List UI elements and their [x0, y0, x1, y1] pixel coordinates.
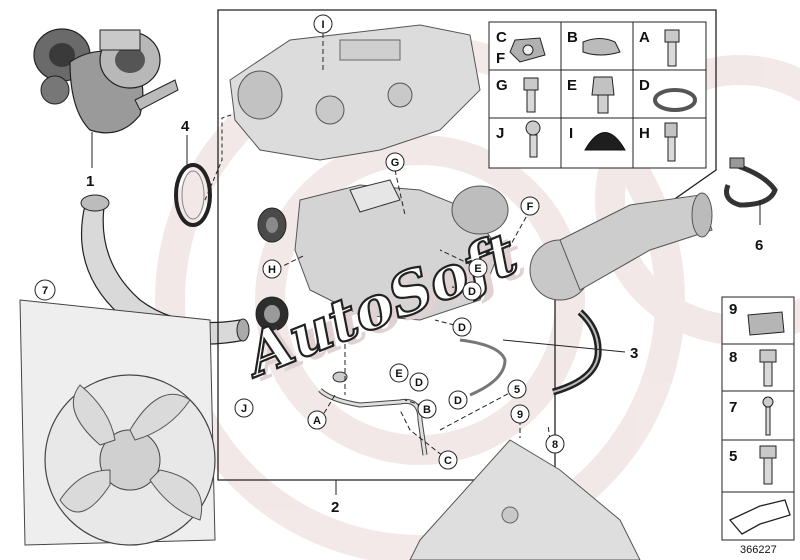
grid-letter-G: G: [496, 77, 508, 94]
hardware-parts-grid: [488, 21, 707, 169]
legend-number-9: 9: [729, 301, 737, 318]
fastener-legend: [721, 296, 795, 541]
legend-number-7: 7: [729, 399, 737, 416]
callout-5: 5: [514, 384, 520, 396]
mounting-bracket-part: [409, 439, 641, 560]
callout-D-lower-2: D: [454, 395, 462, 407]
grid-letter-H: H: [639, 125, 650, 142]
grid-letter-B: B: [567, 29, 578, 46]
grid-letter-J: J: [496, 125, 504, 142]
turbocharger-part: [33, 28, 179, 168]
intake-manifold-part: [229, 24, 481, 161]
callout-J: J: [241, 403, 247, 415]
intake-pipe-part: [80, 194, 250, 345]
legend-number-8: 8: [729, 349, 737, 366]
grid-letters: C F B A G E D J I H: [496, 29, 650, 142]
part-number-2: 2: [331, 499, 339, 516]
turbo-assembly-part: [294, 179, 713, 321]
callout-9: 9: [517, 409, 523, 421]
grid-letter-C: C: [496, 29, 507, 46]
part-number-4: 4: [181, 118, 190, 135]
oil-return-hose-part: [552, 309, 602, 396]
part-number-1: 1: [86, 173, 94, 190]
callout-8: 8: [552, 439, 558, 451]
callout-G: G: [391, 157, 400, 169]
callout-E-upper: E: [474, 263, 481, 275]
callout-7: 7: [42, 285, 48, 297]
grid-letter-F: F: [496, 50, 505, 67]
callout-C: C: [444, 455, 452, 467]
grid-letter-I: I: [569, 125, 573, 142]
callout-B: B: [423, 404, 431, 416]
legend-number-5: 5: [729, 448, 737, 465]
callout-markers: I G F E D D H D E D J A B C 7 5 9: [34, 14, 565, 470]
callout-E-lower: E: [395, 368, 402, 380]
callout-H: H: [268, 264, 276, 276]
callout-D-lower-1: D: [415, 377, 423, 389]
part-number-6: 6: [755, 237, 763, 254]
hose-clamp-part: [724, 157, 778, 225]
callout-D-middle: D: [458, 322, 466, 334]
hose-leader-line: [502, 339, 626, 353]
fan-shroud-part: [19, 299, 216, 546]
diagram-id: 366227: [740, 544, 777, 556]
part-number-3: 3: [630, 345, 638, 362]
legend-numbers: 9 8 7 5: [729, 301, 737, 465]
callout-D-upper: D: [468, 286, 476, 298]
callout-F: F: [527, 201, 534, 213]
rubber-sleeve-parts: [255, 207, 289, 332]
grid-letter-A: A: [639, 29, 650, 46]
callout-A: A: [313, 415, 321, 427]
seal-ring-part: [174, 111, 241, 227]
grid-letter-E: E: [567, 77, 577, 94]
callout-I: I: [321, 19, 324, 31]
part-number-labels: 1 2 3 4 6: [86, 118, 763, 516]
grid-letter-D: D: [639, 77, 650, 94]
